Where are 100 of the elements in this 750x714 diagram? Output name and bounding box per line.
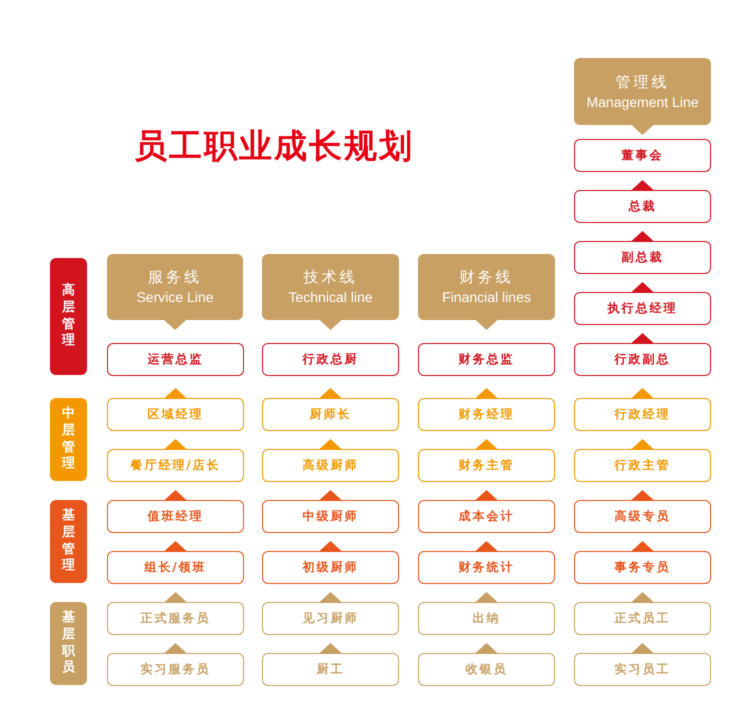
position-box	[107, 343, 244, 376]
position-box	[574, 241, 711, 274]
position-label: 正式服务员	[140, 610, 210, 627]
position-box	[107, 551, 244, 584]
level-band	[50, 500, 87, 583]
triangle-arrow	[320, 592, 342, 602]
position-box	[418, 500, 555, 533]
position-box	[107, 602, 244, 635]
position-box	[574, 602, 711, 635]
level-label: 基层管理	[62, 508, 75, 576]
position-box	[574, 653, 711, 686]
triangle-arrow	[476, 388, 498, 398]
position-label: 董事会	[622, 147, 664, 164]
position-label: 高级专员	[614, 508, 670, 525]
header-subtitle: Service Line	[136, 288, 214, 307]
position-label: 行政副总	[614, 351, 670, 368]
page-title: 员工职业成长规划	[134, 125, 414, 167]
position-label: 财务经理	[458, 406, 514, 423]
header-subtitle: Management Line	[586, 92, 699, 112]
position-label: 组长/领班	[144, 559, 207, 576]
position-label: 财务总监	[458, 351, 514, 368]
level-band	[50, 398, 87, 481]
position-label: 财务统计	[458, 559, 514, 576]
position-box	[574, 292, 711, 325]
position-box	[574, 343, 711, 376]
position-label: 收银员	[466, 661, 508, 678]
triangle-arrow	[164, 541, 186, 551]
triangle-arrow	[632, 231, 654, 241]
position-label: 高级厨师	[302, 457, 358, 474]
triangle-arrow	[632, 125, 654, 135]
position-label: 出纳	[472, 610, 500, 627]
position-box	[107, 500, 244, 533]
position-box	[262, 398, 399, 431]
header-title: 服务线	[148, 267, 202, 287]
triangle-arrow	[164, 388, 186, 398]
position-label: 行政主管	[614, 457, 670, 474]
level-band	[50, 258, 87, 375]
triangle-arrow	[476, 541, 498, 551]
triangle-arrow	[632, 282, 654, 292]
triangle-arrow	[476, 320, 498, 330]
position-box	[107, 398, 244, 431]
level-label: 基层职员	[62, 610, 75, 678]
position-box	[418, 602, 555, 635]
position-box	[262, 343, 399, 376]
triangle-arrow	[164, 643, 186, 653]
position-label: 值班经理	[148, 508, 204, 525]
position-box	[574, 139, 711, 172]
header-title: 财务线	[460, 267, 514, 287]
triangle-arrow	[476, 490, 498, 500]
position-label: 正式员工	[614, 610, 670, 627]
position-label: 事务专员	[614, 559, 670, 576]
triangle-arrow	[632, 541, 654, 551]
position-label: 区域经理	[148, 406, 204, 423]
triangle-arrow	[632, 592, 654, 602]
triangle-arrow	[164, 592, 186, 602]
triangle-arrow	[632, 643, 654, 653]
position-box	[262, 500, 399, 533]
position-box	[418, 398, 555, 431]
triangle-arrow	[320, 643, 342, 653]
level-label: 高层管理	[62, 282, 75, 350]
triangle-arrow	[476, 592, 498, 602]
position-label: 行政经理	[614, 406, 670, 423]
career-line-header	[418, 254, 555, 320]
triangle-arrow	[164, 439, 186, 449]
triangle-arrow	[632, 439, 654, 449]
triangle-arrow	[632, 388, 654, 398]
position-label: 实习服务员	[140, 661, 210, 678]
position-label: 副总裁	[622, 249, 664, 266]
header-title: 技术线	[304, 267, 358, 287]
triangle-arrow	[320, 439, 342, 449]
position-label: 餐厅经理/店长	[130, 457, 221, 474]
position-label: 执行总经理	[608, 300, 678, 317]
position-label: 中级厨师	[302, 508, 358, 525]
triangle-arrow	[164, 320, 186, 330]
career-line-header	[107, 254, 243, 320]
position-box	[418, 653, 555, 686]
position-box	[262, 551, 399, 584]
position-label: 见习厨师	[302, 610, 358, 627]
triangle-arrow	[320, 490, 342, 500]
level-label: 中层管理	[62, 406, 75, 474]
triangle-arrow	[632, 333, 654, 343]
position-label: 初级厨师	[302, 559, 358, 576]
position-box	[107, 449, 244, 482]
position-box	[418, 551, 555, 584]
position-label: 财务主管	[458, 457, 514, 474]
triangle-arrow	[320, 320, 342, 330]
triangle-arrow	[632, 490, 654, 500]
position-box	[262, 449, 399, 482]
career-line-header	[262, 254, 399, 320]
position-label: 实习员工	[614, 661, 670, 678]
triangle-arrow	[632, 180, 654, 190]
position-box	[574, 551, 711, 584]
career-line-header	[574, 58, 711, 125]
position-box	[574, 500, 711, 533]
triangle-arrow	[320, 541, 342, 551]
position-box	[574, 449, 711, 482]
position-label: 运营总监	[148, 351, 204, 368]
level-band	[50, 602, 87, 685]
position-label: 行政总厨	[302, 351, 358, 368]
position-box	[107, 653, 244, 686]
